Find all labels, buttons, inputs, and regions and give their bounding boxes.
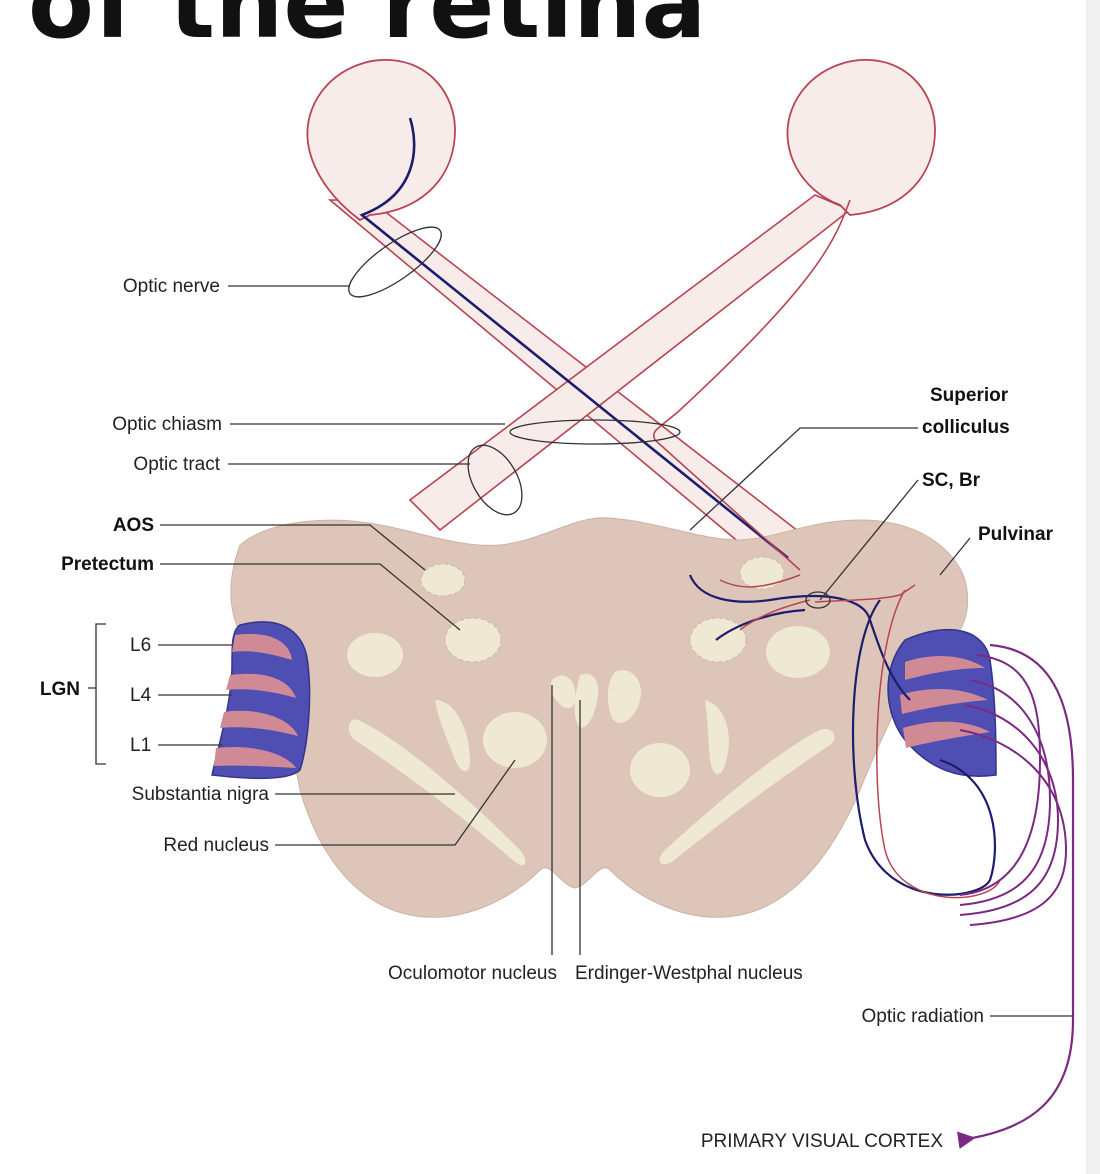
blue-axon-crossing bbox=[359, 117, 789, 560]
eyes bbox=[306, 59, 936, 222]
page-title: of the retina bbox=[28, 0, 707, 60]
edinger-westphal-label: Erdinger-Westphal nucleus bbox=[575, 963, 803, 984]
leader-lines bbox=[88, 226, 1073, 1017]
right-optic-nerve bbox=[408, 194, 852, 532]
red-axon-to-lgn bbox=[814, 584, 916, 603]
optic-nerve-band bbox=[348, 226, 442, 298]
red-nucleus-label: Red nucleus bbox=[163, 835, 269, 856]
lgn-left bbox=[211, 621, 311, 780]
optic-tract-band bbox=[467, 444, 523, 516]
l6-label: L6 bbox=[130, 635, 151, 656]
substantia-nigra-label: Substantia nigra bbox=[132, 784, 270, 805]
left-oculomotor-shape bbox=[550, 675, 576, 709]
optic-chiasm-label: Optic chiasm bbox=[112, 414, 222, 435]
optic-chiasm-band bbox=[509, 419, 681, 445]
red-axon-branch-2 bbox=[739, 599, 811, 631]
sc-br-label: SC, Br bbox=[922, 470, 981, 491]
right-eye bbox=[786, 59, 936, 216]
right-red-nucleus bbox=[630, 743, 690, 797]
aos-label: AOS bbox=[113, 515, 154, 536]
sc-br-band bbox=[805, 591, 831, 609]
oculomotor-nucleus-label: Oculomotor nucleus bbox=[388, 963, 557, 984]
scrollbar-strip bbox=[1086, 0, 1100, 1174]
nuclei bbox=[347, 556, 835, 866]
superior-colliculus-label-2: colliculus bbox=[922, 417, 1010, 438]
right-medial-shape bbox=[607, 670, 641, 723]
left-crescent bbox=[435, 700, 470, 772]
left-eye bbox=[306, 59, 456, 222]
optic-nerve-label: Optic nerve bbox=[123, 276, 220, 297]
lgn-label: LGN bbox=[40, 679, 80, 700]
left-red-nucleus bbox=[483, 712, 547, 768]
l1-label: L1 bbox=[130, 735, 151, 756]
right-lateral-nucleus bbox=[766, 626, 830, 678]
superior-colliculus-label-1: Superior bbox=[930, 385, 1009, 406]
midbrain-section bbox=[230, 517, 969, 918]
pretectum-nucleus-right bbox=[689, 617, 747, 663]
left-lateral-nucleus bbox=[347, 633, 403, 677]
pretectum-label: Pretectum bbox=[61, 554, 154, 575]
red-axon-branch-1 bbox=[719, 574, 801, 588]
optic-radiation-label: Optic radiation bbox=[861, 1006, 984, 1027]
primary-visual-cortex-label: PRIMARY VISUAL CORTEX bbox=[701, 1131, 943, 1152]
right-crescent bbox=[705, 700, 729, 775]
optic-radiation bbox=[851, 589, 1075, 1149]
optic-tract-label: Optic tract bbox=[133, 454, 220, 475]
red-axon-uncrossed bbox=[653, 199, 851, 571]
aos-nucleus-right bbox=[739, 556, 785, 590]
pulvinar-label: Pulvinar bbox=[978, 524, 1054, 545]
aos-nucleus-left bbox=[420, 563, 466, 597]
l4-label: L4 bbox=[130, 685, 152, 706]
blue-axon-to-sc bbox=[688, 574, 771, 603]
lgn-right bbox=[887, 628, 997, 777]
labels: Optic nerve Optic chiasm Optic tract AOS… bbox=[40, 276, 1054, 1152]
right-substantia-nigra bbox=[659, 728, 835, 865]
left-substantia-nigra bbox=[348, 719, 526, 866]
